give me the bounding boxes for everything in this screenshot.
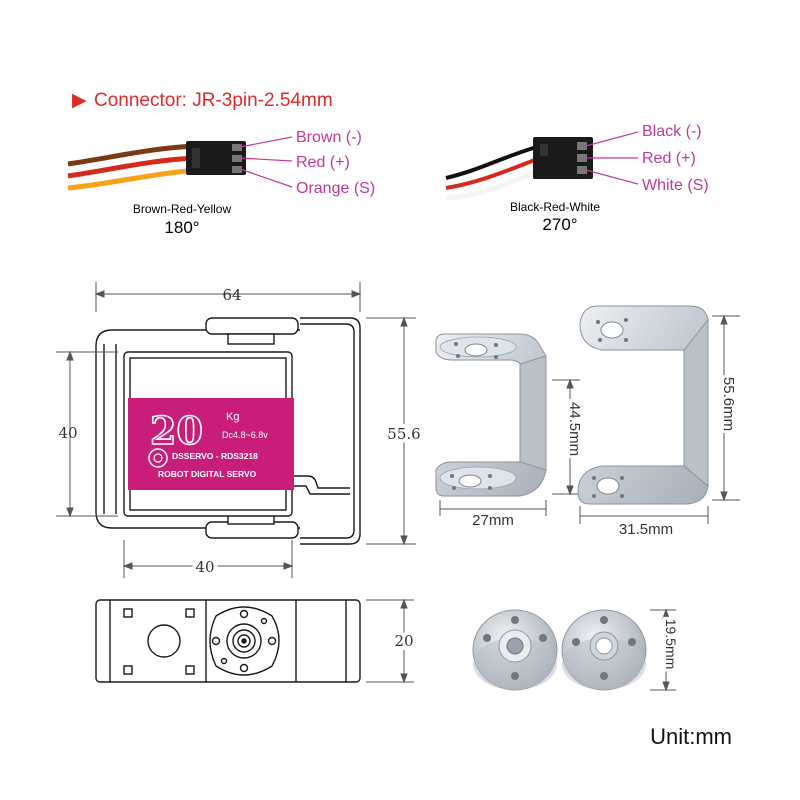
unit-label: Unit:mm <box>650 724 732 749</box>
wire-label-ground-2: Black (-) <box>642 123 702 140</box>
frame-outline-right-inner <box>300 323 355 539</box>
connector-angle-2: 270° <box>542 215 577 234</box>
top-view-bore <box>147 624 181 658</box>
title-marker: ▶ <box>72 90 87 111</box>
connector-caption-1: Brown-Red-Yellow <box>133 202 232 216</box>
voltage-range: Dc4.8~6.8v <box>222 430 268 440</box>
label-leaders-1 <box>239 136 293 188</box>
frame-outline-right <box>300 317 361 545</box>
top-horn-cap <box>205 317 299 335</box>
brand-model: DSSERVO - RDS3218 <box>172 451 258 461</box>
wire-label-signal-2: White (S) <box>642 177 709 194</box>
label-plate-background <box>128 398 294 490</box>
dim-bracket-a-height: 44.5mm <box>566 402 583 456</box>
wire-label-ground-1: Brown (-) <box>296 129 362 146</box>
bracket-a <box>435 333 547 497</box>
connector-180: Brown (-) Red (+) Orange (S) Brown-Red-Y… <box>67 129 375 237</box>
dimension-lines-bracket-b <box>579 314 740 524</box>
connector-housing-1 <box>186 141 246 175</box>
frame-left-rails <box>103 344 117 514</box>
dim-bottom-width: 40 <box>195 558 214 576</box>
servo-top-view <box>95 599 361 683</box>
dim-horn-height: 19.5mm <box>663 619 679 670</box>
top-horn-hub <box>227 333 275 345</box>
dim-side-height: 20 <box>394 632 413 650</box>
dim-left-height: 40 <box>58 424 77 442</box>
label-leaders-2 <box>585 131 639 185</box>
torque-unit: Kg <box>226 411 239 423</box>
dimension-lines-bracket-a <box>439 378 580 516</box>
servo-horn-left <box>472 609 558 691</box>
servo-horn-right <box>561 609 647 691</box>
dimension-lines-front <box>56 282 416 578</box>
wire-bundle-1 <box>67 143 197 191</box>
servo-label-plate: 20 Kg Dc4.8~6.8v DSSERVO - RDS3218 ROBOT… <box>128 398 294 490</box>
dim-bracket-b-height: 55.6mm <box>720 377 737 431</box>
connector-latch-1 <box>192 148 200 168</box>
wire-bundle-2 <box>445 144 541 201</box>
servo-subtitle: ROBOT DIGITAL SERVO <box>158 469 257 479</box>
connector-pins-1 <box>232 144 242 173</box>
dimension-lines-horn <box>650 608 676 692</box>
bracket-b <box>577 305 709 505</box>
connector-angle-1: 180° <box>164 218 199 237</box>
dimension-lines-top <box>366 598 414 684</box>
connector-title: Connector: JR-3pin-2.54mm <box>94 90 333 111</box>
connector-pins-2 <box>577 142 587 174</box>
connector-caption-2: Black-Red-White <box>510 200 600 214</box>
connector-270: Black (-) Red (+) White (S) Black-Red-Wh… <box>445 123 709 234</box>
dim-right-height: 55.6 <box>387 425 420 443</box>
dim-bracket-a-width: 27mm <box>472 512 514 529</box>
wire-label-signal-1: Orange (S) <box>296 180 375 197</box>
dim-bracket-b-width: 31.5mm <box>619 521 673 538</box>
torque-value: 20 <box>150 408 203 453</box>
cable-outlet <box>292 475 350 495</box>
connector-latch-2 <box>540 144 548 156</box>
wire-label-power-2: Red (+) <box>642 150 696 167</box>
wire-label-power-1: Red (+) <box>296 154 350 171</box>
dim-top-width: 64 <box>222 286 241 304</box>
brand-logo-icon <box>148 448 168 468</box>
